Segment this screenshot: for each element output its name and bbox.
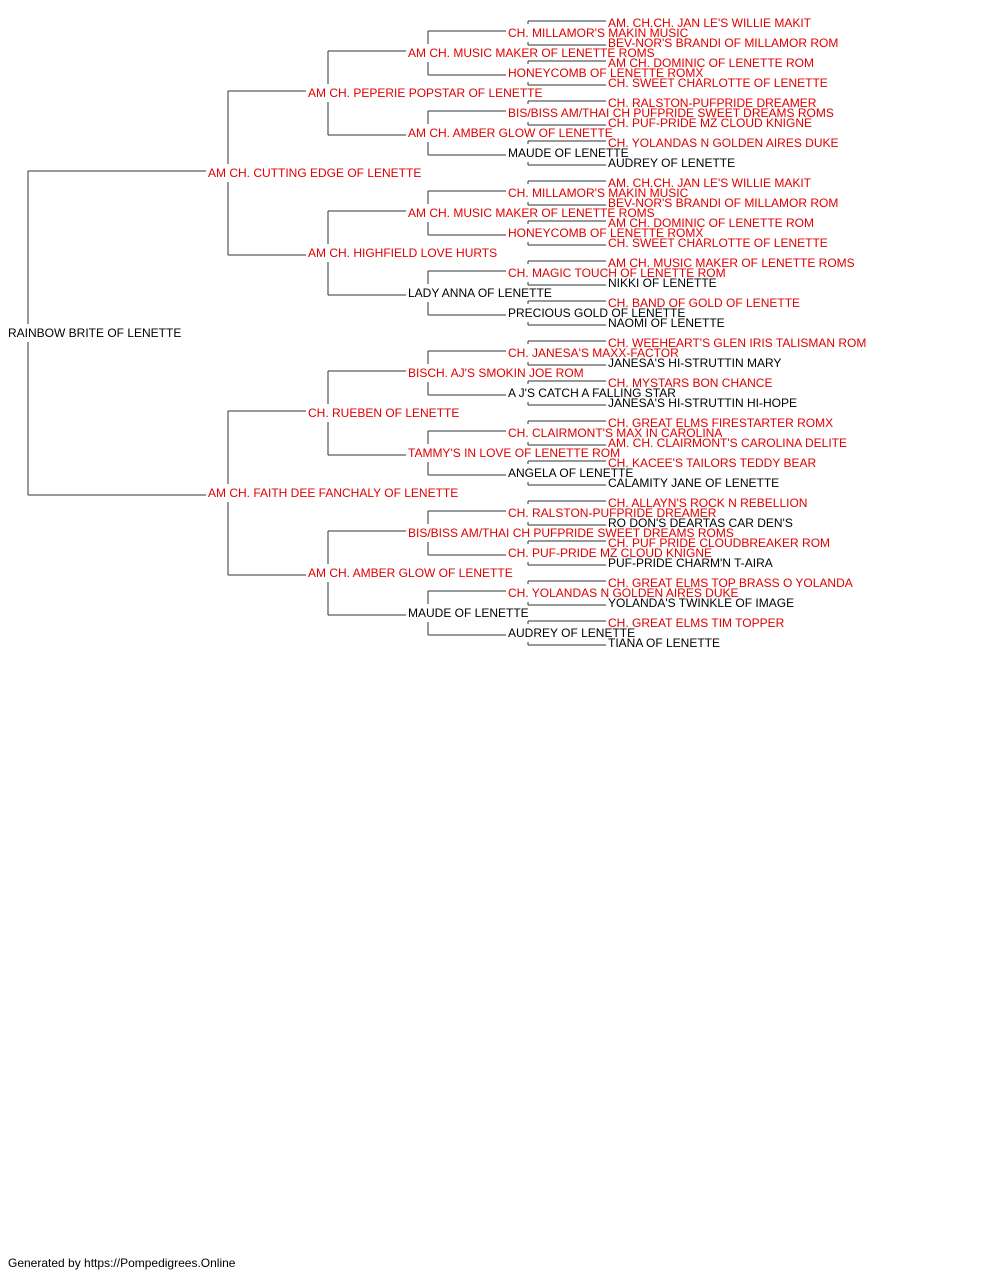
ancestor-name: AM CH. HIGHFIELD LOVE HURTS (308, 246, 497, 260)
ancestor-name: NAOMI OF LENETTE (608, 316, 725, 330)
ancestor-name: AM. CH.CH. JAN LE'S WILLIE MAKIT (608, 16, 812, 30)
ancestor-name: CH. RALSTON-PUFPRIDE DREAMER (608, 96, 817, 110)
ancestor-name: CH. PUF-PRIDE MZ CLOUD KNIGNE (608, 116, 812, 130)
footer-credit: Generated by https://Pompedigrees.Online (8, 1256, 236, 1270)
ancestor-name: RO DON'S DEARTAS CAR DEN'S (608, 516, 793, 530)
ancestor-name: CH. GREAT ELMS FIRESTARTER ROMX (608, 416, 833, 430)
ancestor-name: CH. MAGIC TOUCH OF LENETTE ROM (508, 266, 726, 280)
ancestor-name: CH. CLAIRMONT'S MAX IN CAROLINA (508, 426, 722, 440)
ancestor-name: AUDREY OF LENETTE (608, 156, 735, 170)
ancestor-name: CH. YOLANDAS N GOLDEN AIRES DUKE (608, 136, 839, 150)
ancestor-name: CH. MILLAMOR'S MAKIN MUSIC (508, 26, 689, 40)
ancestor-name: CH. SWEET CHARLOTTE OF LENETTE (608, 236, 828, 250)
ancestor-name: CH. GREAT ELMS TOP BRASS O YOLANDA (608, 576, 853, 590)
ancestor-name: YOLANDA'S TWINKLE OF IMAGE (608, 596, 794, 610)
ancestor-name: ANGELA OF LENETTE (508, 466, 633, 480)
ancestor-name: CH. KACEE'S TAILORS TEDDY BEAR (608, 456, 816, 470)
ancestor-name: JANESA'S HI-STRUTTIN HI-HOPE (608, 396, 797, 410)
ancestor-name: CH. YOLANDAS N GOLDEN AIRES DUKE (508, 586, 739, 600)
ancestor-name: BIS/BISS AM/THAI CH PUFPRIDE SWEET DREAM… (408, 526, 734, 540)
ancestor-name: CH. WEEHEART'S GLEN IRIS TALISMAN ROM (608, 336, 866, 350)
ancestor-name: A J'S CATCH A FALLING STAR (508, 386, 676, 400)
subject-name: RAINBOW BRITE OF LENETTE (8, 326, 181, 340)
ancestor-name: AM CH. DOMINIC OF LENETTE ROM (608, 216, 814, 230)
ancestor-name: AM. CH. CLAIRMONT'S CAROLINA DELITE (608, 436, 847, 450)
pedigree-connectors (27, 20, 606, 646)
ancestor-name: CH. MILLAMOR'S MAKIN MUSIC (508, 186, 689, 200)
ancestor-name: CH. JANESA'S MAXX-FACTOR (508, 346, 679, 360)
ancestor-name: CH. PUF-PRIDE MZ CLOUD KNIGNE (508, 546, 712, 560)
ancestor-name: AUDREY OF LENETTE (508, 626, 635, 640)
ancestor-name: CALAMITY JANE OF LENETTE (608, 476, 779, 490)
ancestor-name: CH. PUF PRIDE CLOUDBREAKER ROM (608, 536, 830, 550)
ancestor-name: AM CH. MUSIC MAKER OF LENETTE ROMS (408, 206, 655, 220)
ancestor-name: PUF-PRIDE CHARM'N T-AIRA (608, 556, 773, 570)
ancestor-name: CH. ALLAYN'S ROCK N REBELLION (608, 496, 807, 510)
ancestor-name: CH. MYSTARS BON CHANCE (608, 376, 772, 390)
ancestor-name: BIS/BISS AM/THAI CH PUFPRIDE SWEET DREAM… (508, 106, 834, 120)
ancestor-name: MAUDE OF LENETTE (408, 606, 529, 620)
ancestor-name: PRECIOUS GOLD OF LENETTE (508, 306, 685, 320)
ancestor-name: AM CH. FAITH DEE FANCHALY OF LENETTE (208, 486, 458, 500)
ancestor-name: CH. RALSTON-PUFPRIDE DREAMER (508, 506, 717, 520)
ancestor-name: AM CH. AMBER GLOW OF LENETTE (308, 566, 513, 580)
ancestor-name: CH. GREAT ELMS TIM TOPPER (608, 616, 785, 630)
ancestor-name: CH. SWEET CHARLOTTE OF LENETTE (608, 76, 828, 90)
ancestor-name: MAUDE OF LENETTE (508, 146, 629, 160)
ancestor-name: CH. BAND OF GOLD OF LENETTE (608, 296, 800, 310)
ancestor-name: AM CH. MUSIC MAKER OF LENETTE ROMS (608, 256, 855, 270)
ancestor-name: BEV-NOR'S BRANDI OF MILLAMOR ROM (608, 196, 838, 210)
ancestor-name: HONEYCOMB OF LENETTE ROMX (508, 66, 703, 80)
ancestor-name: JANESA'S HI-STRUTTIN MARY (608, 356, 781, 370)
ancestor-name: TAMMY'S IN LOVE OF LENETTE ROM (408, 446, 620, 460)
ancestor-name: AM. CH.CH. JAN LE'S WILLIE MAKIT (608, 176, 812, 190)
ancestor-name: TIANA OF LENETTE (608, 636, 720, 650)
ancestor-name: AM CH. AMBER GLOW OF LENETTE (408, 126, 613, 140)
ancestor-name: NIKKI OF LENETTE (608, 276, 717, 290)
ancestor-name: HONEYCOMB OF LENETTE ROMX (508, 226, 703, 240)
ancestor-name: BISCH. AJ'S SMOKIN JOE ROM (408, 366, 584, 380)
ancestor-name: AM CH. PEPERIE POPSTAR OF LENETTE (308, 86, 543, 100)
ancestor-name: AM CH. MUSIC MAKER OF LENETTE ROMS (408, 46, 655, 60)
ancestor-name: BEV-NOR'S BRANDI OF MILLAMOR ROM (608, 36, 838, 50)
pedigree-names: AM. CH.CH. JAN LE'S WILLIE MAKIT BEV-NOR'… (8, 16, 866, 650)
ancestor-name: CH. RUEBEN OF LENETTE (308, 406, 459, 420)
ancestor-name: AM CH. DOMINIC OF LENETTE ROM (608, 56, 814, 70)
ancestor-name: AM CH. CUTTING EDGE OF LENETTE (208, 166, 421, 180)
ancestor-name: LADY ANNA OF LENETTE (408, 286, 552, 300)
